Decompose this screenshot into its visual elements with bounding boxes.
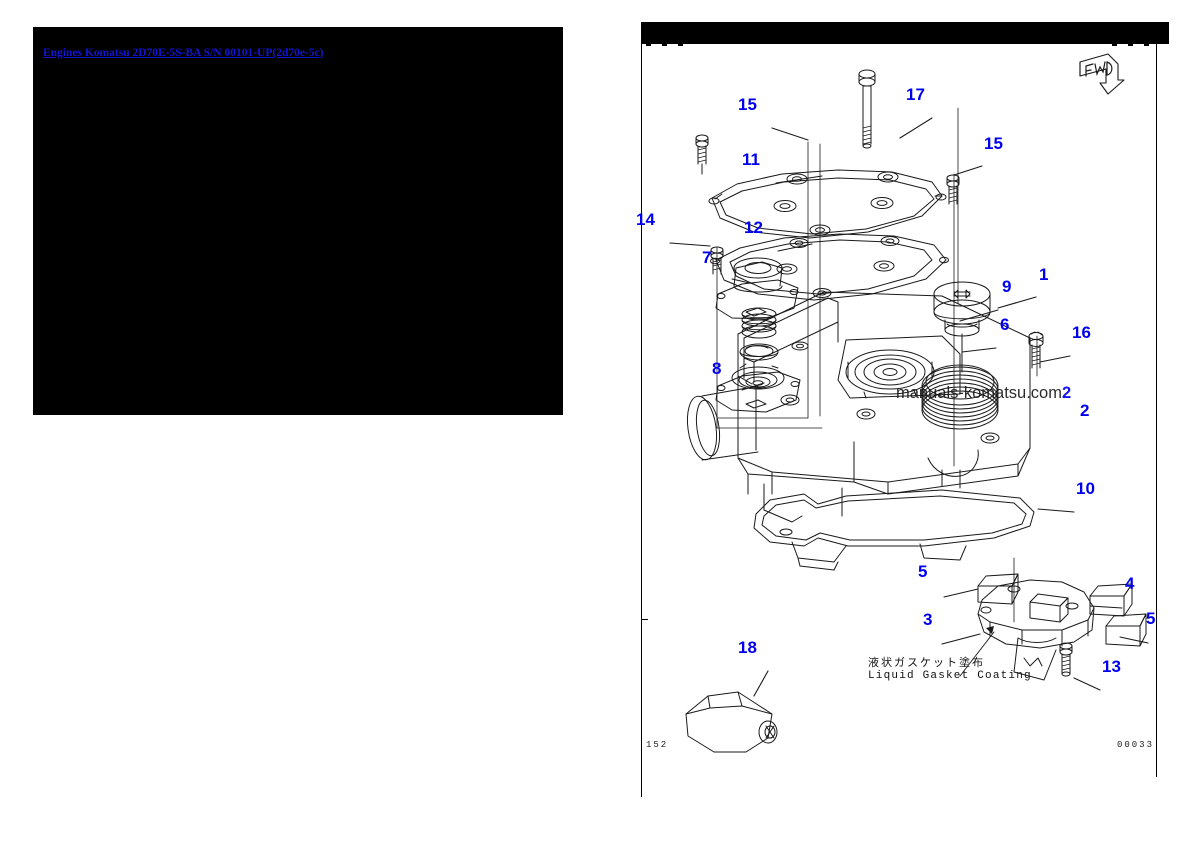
liquid-gasket-note-japanese: 液状ガスケット塗布 (868, 656, 985, 669)
callout-12[interactable]: 12 (744, 218, 763, 237)
site-watermark: manuals-komatsu.com2 (896, 384, 1071, 403)
callout-6[interactable]: 6 (1000, 315, 1010, 334)
page-frame-left-rule (641, 44, 642, 797)
callout-17[interactable]: 17 (906, 85, 925, 104)
callout-5-lower[interactable]: 5 (1146, 609, 1156, 628)
watermark-suffix: 2 (1061, 384, 1072, 402)
exploded-parts-drawing (669, 69, 1149, 753)
callout-11[interactable]: 11 (742, 150, 760, 169)
callout-15-left[interactable]: 15 (738, 95, 757, 114)
callout-8[interactable]: 8 (712, 359, 722, 378)
callout-13[interactable]: 13 (1102, 657, 1121, 676)
callout-7[interactable]: 7 (702, 248, 712, 267)
page-number-left: 152 (646, 740, 669, 750)
callout-2[interactable]: 2 (1080, 401, 1090, 420)
callout-16[interactable]: 16 (1072, 323, 1091, 342)
liquid-gasket-note-english: Liquid Gasket Coating (868, 670, 1032, 682)
page-frame-top-ticks (642, 44, 1156, 46)
callout-4[interactable]: 4 (1125, 574, 1135, 593)
scan-header-band (641, 22, 1169, 44)
callout-1[interactable]: 1 (1039, 265, 1049, 284)
drawing-number-right: 00033 (1116, 740, 1154, 750)
callout-5-upper[interactable]: 5 (918, 562, 928, 581)
fwd-arrow-icon (1074, 50, 1132, 102)
page-frame-mid-tick (642, 619, 648, 620)
callout-3[interactable]: 3 (923, 610, 933, 629)
document-title-link[interactable]: Engines Komatsu 2D70E-5S-BA S/N 00101-UP… (43, 47, 324, 59)
parts-diagram-panel: 1 2 3 4 5 5 6 7 8 9 10 11 12 13 14 15 15… (628, 22, 1169, 797)
callout-10[interactable]: 10 (1076, 479, 1095, 498)
left-preview-panel: Engines Komatsu 2D70E-5S-BA S/N 00101-UP… (33, 27, 563, 415)
watermark-text: manuals-komatsu.com (896, 384, 1062, 402)
page-frame-right-rule (1156, 44, 1157, 777)
callout-18[interactable]: 18 (738, 638, 757, 657)
callout-9[interactable]: 9 (1002, 277, 1012, 296)
callout-14[interactable]: 14 (636, 210, 655, 229)
callout-15-right[interactable]: 15 (984, 134, 1003, 153)
